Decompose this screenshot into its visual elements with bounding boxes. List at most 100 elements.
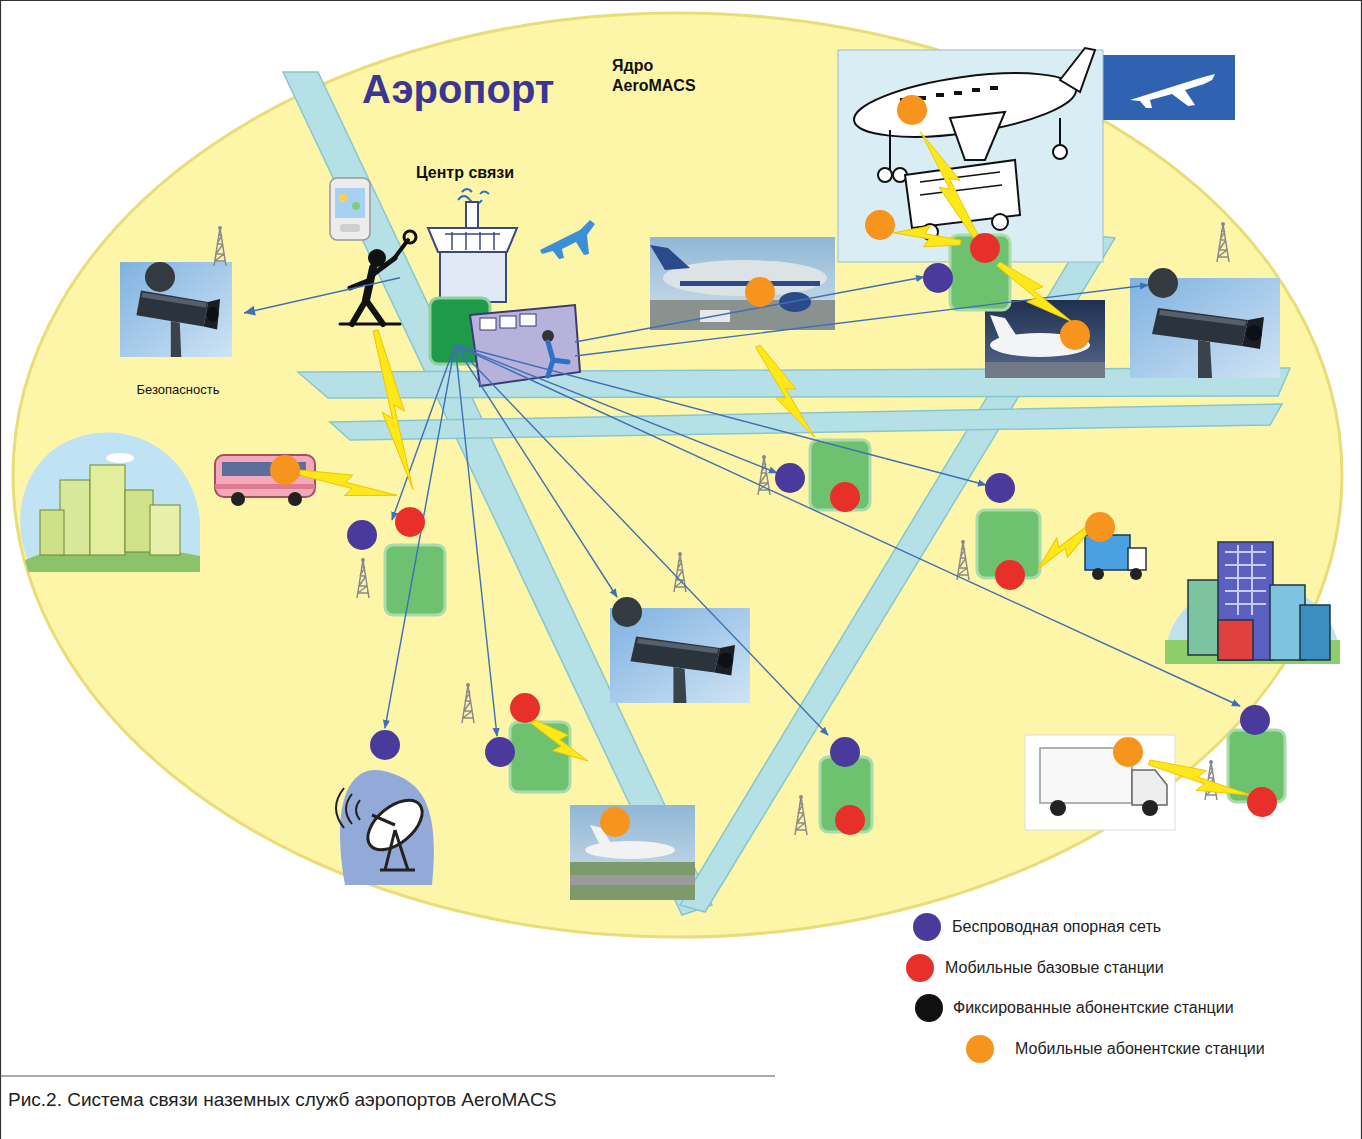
clipart-plane bbox=[920, 172, 1002, 195]
base-station-dots bbox=[835, 805, 865, 835]
antenna-towers bbox=[674, 552, 686, 592]
white-truck-photo bbox=[1050, 800, 1066, 816]
mobile-phone bbox=[352, 202, 360, 210]
city-right bbox=[1165, 542, 1340, 664]
small-plane-photo bbox=[570, 805, 695, 900]
radio-links bbox=[1146, 750, 1254, 811]
aircraft-photo bbox=[650, 237, 835, 330]
backbone-dots bbox=[1240, 705, 1270, 735]
town-left bbox=[20, 433, 200, 572]
antenna-towers bbox=[357, 558, 369, 598]
bus-icon bbox=[215, 455, 315, 497]
backbone-arrows bbox=[575, 285, 1148, 356]
white-truck-photo bbox=[1142, 800, 1158, 816]
bus-icon bbox=[231, 492, 245, 506]
backbone-arrows bbox=[455, 345, 497, 736]
radio-links bbox=[297, 460, 399, 511]
mobile-phone bbox=[339, 194, 347, 202]
mobile-phone bbox=[335, 188, 365, 218]
mobile-subscriber-dots bbox=[1085, 512, 1115, 542]
worker-icon bbox=[404, 231, 416, 243]
backbone-arrows bbox=[575, 277, 924, 342]
radio-links bbox=[993, 254, 1076, 333]
aircraft-photo bbox=[650, 237, 835, 330]
fixed-subscriber-dots bbox=[145, 262, 1178, 627]
jet-photo bbox=[990, 315, 1018, 340]
legend-swatch bbox=[915, 994, 943, 1022]
town-left bbox=[40, 510, 64, 555]
aircraft-photo bbox=[779, 292, 811, 312]
controller-desk bbox=[500, 316, 516, 328]
control-tower bbox=[428, 189, 517, 302]
sky-photo bbox=[1100, 55, 1235, 120]
zone-title: Аэропорт bbox=[362, 64, 554, 114]
white-truck-photo bbox=[1025, 735, 1175, 830]
legend-swatch bbox=[913, 913, 941, 941]
antenna-towers bbox=[214, 226, 226, 266]
runways bbox=[283, 72, 1290, 915]
radio-links bbox=[892, 217, 962, 255]
mobile-subscriber-dots bbox=[1060, 320, 1090, 350]
clipart-plane bbox=[1060, 48, 1095, 92]
clipart-plane bbox=[878, 168, 892, 182]
radio-links bbox=[297, 125, 1255, 810]
town-left bbox=[106, 453, 134, 463]
legend-holder: Мобильные базовые станции bbox=[945, 958, 1164, 978]
worker-icon bbox=[350, 280, 370, 288]
backbone-arrows bbox=[392, 345, 455, 520]
worker-icon bbox=[340, 231, 416, 324]
control-tower bbox=[466, 202, 478, 228]
backbone-dots bbox=[347, 520, 377, 550]
control-tower bbox=[445, 232, 500, 250]
fixed-subscriber-dots bbox=[145, 262, 175, 292]
legend-holder: Фиксированные абонентские станции bbox=[953, 998, 1234, 1018]
legend-text: Мобильные абонентские станции bbox=[1015, 1039, 1265, 1059]
blue-truck bbox=[1092, 568, 1104, 580]
jet-photo bbox=[985, 362, 1105, 378]
blue-plane-icon bbox=[540, 220, 595, 259]
town-left bbox=[20, 433, 200, 570]
small-plane-photo bbox=[570, 862, 695, 900]
control-tower bbox=[440, 252, 506, 302]
frame-border bbox=[0, 1075, 775, 1076]
white-truck-photo bbox=[1132, 770, 1167, 805]
zone-title-holder: Аэропорт bbox=[362, 64, 554, 114]
antenna-towers bbox=[1217, 222, 1229, 262]
antenna-towers bbox=[957, 540, 969, 580]
blue-truck bbox=[1085, 535, 1146, 580]
base-station-dots bbox=[970, 233, 1000, 263]
mobile-subscriber-dots bbox=[897, 95, 927, 125]
legend-text: Мобильные базовые станции bbox=[945, 958, 1164, 978]
bus-icon bbox=[215, 484, 315, 489]
blue-truck bbox=[1085, 535, 1130, 570]
fixed-subscriber-dots bbox=[612, 597, 642, 627]
zone-ellipse-shape bbox=[13, 13, 1342, 937]
antenna-towers bbox=[462, 683, 474, 723]
base-station-dots bbox=[1247, 787, 1277, 817]
backbone-dots bbox=[923, 263, 953, 293]
base-station-dots bbox=[395, 233, 1277, 835]
satellite-dish bbox=[336, 788, 360, 828]
aircraft-photo bbox=[663, 260, 827, 296]
radio-links bbox=[750, 340, 820, 445]
mobile-phone bbox=[330, 178, 370, 240]
security-cameras bbox=[120, 262, 232, 357]
jet-photo bbox=[985, 300, 1105, 378]
satellite-dish bbox=[340, 770, 434, 885]
center-label: Центр связи bbox=[416, 163, 514, 183]
blue-plane-icon bbox=[540, 220, 595, 259]
satellite-dish bbox=[336, 770, 434, 885]
mobile-subscriber-dots bbox=[1113, 737, 1143, 767]
legend-text: Фиксированные абонентские станции bbox=[953, 998, 1234, 1018]
small-plane-photo bbox=[570, 875, 695, 885]
aircraft-photo bbox=[650, 245, 690, 270]
city-right bbox=[1218, 620, 1253, 660]
base-station-boxes bbox=[385, 545, 445, 615]
antenna-towers bbox=[214, 222, 1229, 835]
mobile-phone bbox=[330, 178, 370, 240]
clipart-plane bbox=[890, 118, 1060, 170]
backbone-dots bbox=[775, 463, 805, 493]
base-station-dots bbox=[995, 560, 1025, 590]
worker-icon bbox=[340, 323, 400, 326]
